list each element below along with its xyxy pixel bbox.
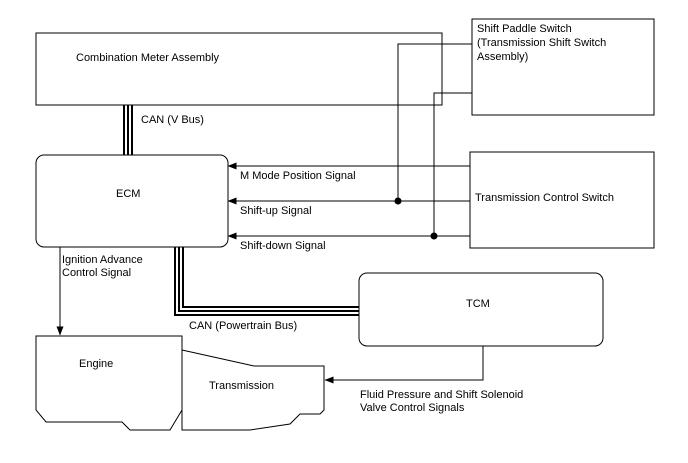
- transmission-control-switch-label: Transmission Control Switch: [475, 192, 614, 204]
- m-mode-signal-label: M Mode Position Signal: [240, 170, 356, 182]
- transmission-label: Transmission: [209, 380, 274, 392]
- engine-shape: [35, 335, 183, 431]
- transmission-shape: [181, 349, 325, 431]
- paddle-shift-up-line: [397, 43, 472, 201]
- tcm-box: [358, 272, 604, 347]
- transmission-control-switch-box: [469, 151, 655, 249]
- ecm-box: [35, 154, 229, 248]
- tcm-label: TCM: [466, 298, 490, 310]
- shift-down-junction-dot: [430, 232, 438, 240]
- ignition-signal-label-line2: Control Signal: [62, 267, 132, 279]
- shift-paddle-label-line2: (Transmission Shift Switch: [477, 37, 607, 49]
- can-powertrain-line: [174, 247, 359, 316]
- shift-up-signal-label: Shift-up Signal: [240, 205, 312, 217]
- paddle-shift-down-line: [433, 92, 472, 236]
- combination-meter-box: [35, 32, 443, 106]
- shift-down-signal-label: Shift-down Signal: [240, 240, 326, 252]
- ignition-signal-label-line1: Ignition Advance: [62, 254, 143, 266]
- ecm-label: ECM: [116, 188, 141, 200]
- can-v-bus-line: [123, 105, 133, 155]
- solenoid-signal-line: [324, 346, 484, 384]
- engine-label: Engine: [79, 358, 114, 370]
- shift-paddle-label-line3: Assembly): [477, 51, 529, 63]
- shift-paddle-switch-box: [471, 18, 655, 116]
- can-powertrain-label: CAN (Powertrain Bus): [189, 320, 298, 332]
- combination-meter-label: Combination Meter Assembly: [76, 52, 220, 64]
- solenoid-signal-label-line2: Valve Control Signals: [360, 402, 465, 414]
- shift-paddle-label-line1: Shift Paddle Switch: [477, 23, 572, 35]
- can-v-bus-label: CAN (V Bus): [141, 114, 204, 126]
- solenoid-signal-label-line1: Fluid Pressure and Shift Solenoid: [360, 389, 524, 401]
- shift-up-junction-dot: [394, 197, 402, 205]
